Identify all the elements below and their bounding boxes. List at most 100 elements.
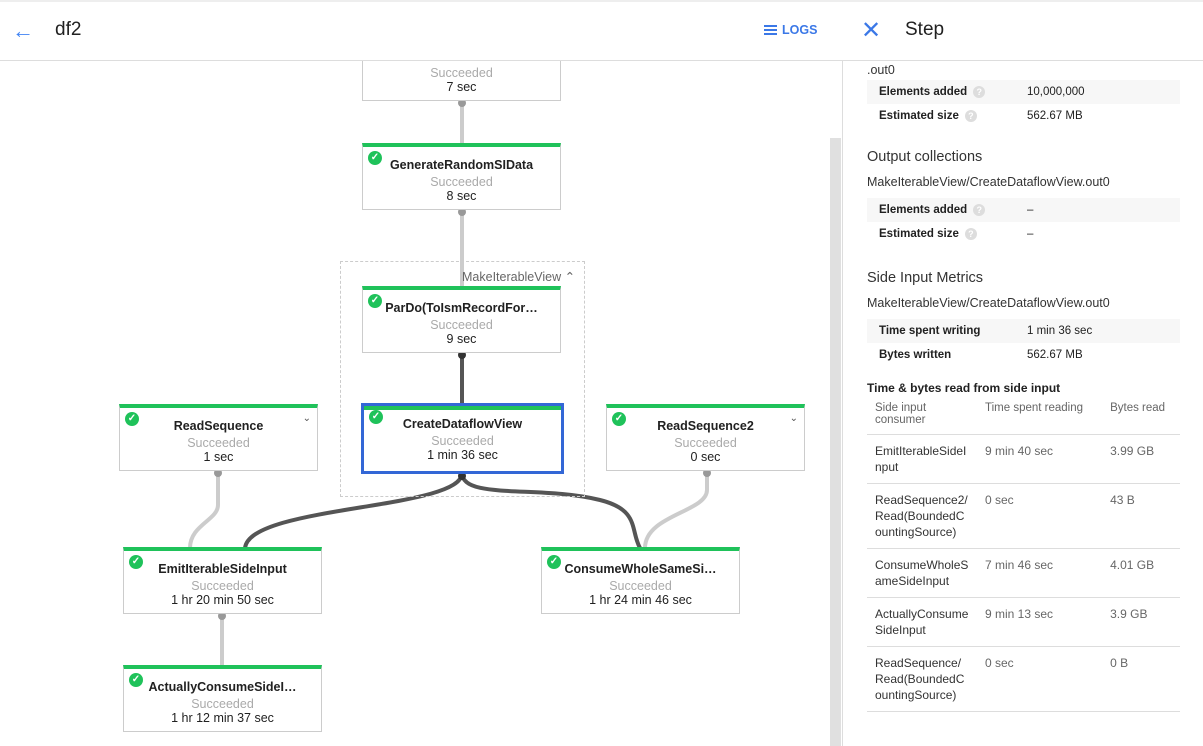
step-node[interactable]: ✓ GenerateRandomSIData Succeeded 8 sec (362, 143, 561, 210)
input-collection-name: .out0 (867, 63, 895, 77)
time-cell: 7 min 46 sec (977, 548, 1103, 598)
metric-label: Estimated size (879, 228, 959, 241)
arrow-left-icon[interactable]: ← (12, 18, 34, 43)
consumer-cell: ConsumeWholeSameSideInput (867, 548, 977, 598)
read-table: Side input consumer Time spent reading B… (867, 400, 1180, 712)
metric-row: Elements added? 10,000,000 (867, 80, 1180, 104)
step-node[interactable]: ✓ ActuallyConsumeSideI… Succeeded 1 hr 1… (123, 665, 322, 732)
edge-active (460, 472, 642, 549)
chevron-up-icon[interactable]: ⌃ (564, 270, 576, 284)
step-time: 9 sec (446, 332, 477, 346)
list-icon (764, 25, 777, 35)
help-icon[interactable]: ? (964, 109, 977, 122)
metric-value: 10,000,000 (1027, 86, 1085, 98)
chevron-down-icon[interactable]: ⌄ (302, 413, 311, 424)
edge (643, 471, 709, 549)
step-name: ConsumeWholeSameSi… (564, 562, 717, 576)
col-time: Time spent reading (977, 400, 1103, 435)
side-heading: Side Input Metrics (867, 270, 984, 286)
step-status: Succeeded (191, 697, 254, 711)
metric-row: Bytes written 562.67 MB (867, 343, 1180, 367)
metric-label: Elements added (879, 86, 968, 99)
step-name: GenerateRandomSIData (389, 158, 534, 172)
step-time: 1 hr 12 min 37 sec (171, 711, 274, 725)
step-status: Succeeded (609, 579, 672, 593)
output-metrics: Elements added?–Estimated size?– (867, 198, 1180, 246)
metric-value: – (1027, 228, 1034, 240)
edge (188, 471, 220, 549)
step-node[interactable]: ✓ CreateDataflowView Succeeded 1 min 36 … (361, 403, 564, 474)
check-circle-icon: ✓ (368, 294, 382, 308)
graph-edges (188, 99, 711, 666)
metric-label: Estimated size (879, 110, 959, 123)
bytes-cell: 3.9 GB (1102, 597, 1180, 647)
scrollbar[interactable] (830, 138, 841, 746)
step-node[interactable]: ✓ ConsumeWholeSameSi… Succeeded 1 hr 24 … (541, 547, 740, 614)
step-node[interactable]: ✓⌄ ReadSequence2 Succeeded 0 sec (606, 404, 805, 471)
step-time: 1 hr 24 min 46 sec (589, 593, 692, 607)
time-cell: 9 min 13 sec (977, 597, 1103, 647)
step-node[interactable]: ✓⌄ ReadSequence Succeeded 1 sec (119, 404, 318, 471)
metric-value: – (1027, 204, 1034, 216)
close-icon[interactable]: ✕ (861, 17, 882, 44)
check-circle-icon: ✓ (129, 555, 143, 569)
consumer-cell: ActuallyConsumeSideInput (867, 597, 977, 647)
step-node[interactable]: ✓ EmitIterableSideInput Succeeded 1 hr 2… (123, 547, 322, 614)
check-circle-icon: ✓ (129, 673, 143, 687)
metric-row: Estimated size? – (867, 222, 1180, 246)
metric-value: 562.67 MB (1027, 110, 1083, 122)
time-cell: 0 sec (977, 483, 1103, 549)
step-time: 8 sec (446, 189, 477, 203)
logs-button[interactable]: LOGS (764, 23, 817, 37)
time-cell: 0 sec (977, 646, 1103, 712)
check-circle-icon: ✓ (125, 412, 139, 426)
metric-label: Bytes written (879, 349, 952, 361)
step-time: 7 sec (446, 80, 477, 94)
consumer-cell: EmitIterableSideInput (867, 434, 977, 484)
panel-title: Step (905, 19, 945, 40)
step-name: CreateDataflowView (402, 417, 523, 431)
step-name: EmitIterableSideInput (158, 562, 287, 576)
step-status: Succeeded (187, 436, 250, 450)
chevron-down-icon[interactable]: ⌄ (789, 413, 798, 424)
table-row: ReadSequence2/Read(BoundedCountingSource… (867, 483, 1180, 549)
graph-canvas[interactable]: MakeIterableView ⌃ Succeeded 7 sec ✓ Gene… (0, 0, 830, 746)
help-icon[interactable]: ? (973, 85, 986, 98)
step-status: Succeeded (431, 434, 494, 448)
output-heading: Output collections (867, 149, 983, 165)
check-circle-icon: ✓ (547, 555, 561, 569)
step-time: 1 sec (203, 450, 234, 464)
help-icon[interactable]: ? (964, 227, 977, 240)
group-label[interactable]: MakeIterableView ⌃ (462, 270, 576, 284)
col-bytes: Bytes read (1102, 400, 1180, 435)
consumer-cell: ReadSequence2/Read(BoundedCountingSource… (867, 483, 977, 549)
output-collection-name: MakeIterableView/CreateDataflowView.out0 (867, 175, 1110, 189)
help-icon[interactable]: ? (973, 203, 986, 216)
job-title: df2 (55, 19, 82, 40)
metric-label: Time spent writing (879, 325, 981, 337)
panel-header: ✕ Step (843, 0, 1203, 61)
step-time: 1 hr 20 min 50 sec (171, 593, 274, 607)
metric-value: 562.67 MB (1027, 349, 1083, 361)
time-cell: 9 min 40 sec (977, 434, 1103, 484)
bytes-cell: 43 B (1102, 483, 1180, 549)
step-name: ParDo(ToIsmRecordFor… (385, 301, 538, 315)
consumer-cell: ReadSequence/Read(BoundedCountingSource) (867, 646, 977, 712)
step-node[interactable]: ✓ ParDo(ToIsmRecordFor… Succeeded 9 sec (362, 286, 561, 353)
header: ← df2 LOGS (0, 0, 843, 61)
read-table-wrap: Side input consumer Time spent reading B… (867, 400, 1180, 712)
edge-active (243, 472, 464, 549)
check-circle-icon: ✓ (369, 410, 383, 424)
bytes-cell: 0 B (1102, 646, 1180, 712)
bytes-cell: 3.99 GB (1102, 434, 1180, 484)
step-time: 1 min 36 sec (427, 448, 498, 462)
pipeline-graph-area: MakeIterableView ⌃ Succeeded 7 sec ✓ Gene… (0, 0, 843, 746)
step-status: Succeeded (674, 436, 737, 450)
step-time: 0 sec (690, 450, 721, 464)
